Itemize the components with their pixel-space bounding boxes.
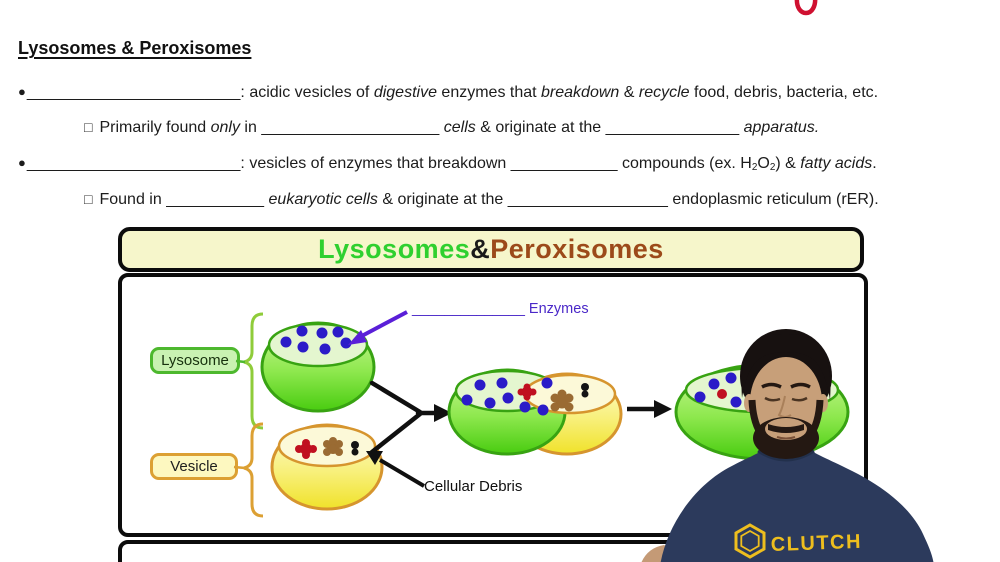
diagram-title-lysosomes: Lysosomes — [318, 234, 471, 264]
square-bullet-icon: □ — [84, 191, 93, 207]
cellular-debris-label: Cellular Debris — [424, 478, 523, 495]
diagram-title-bar: Lysosomes & Peroxisomes — [118, 227, 864, 272]
bullet-icon: ● — [18, 155, 26, 170]
note-subbullet-2-text: Found in ___________ eukaryotic cells & … — [99, 191, 878, 208]
text-segment: 2 — [751, 162, 758, 174]
vesicle-label: Vesicle — [150, 453, 238, 480]
note-bullet-2-text: ________________________: vesicles of en… — [26, 155, 877, 174]
text-segment: ) & — [775, 155, 801, 172]
lysosome-label-text: Lysosome — [161, 352, 229, 369]
text-segment: fatty acids — [800, 155, 873, 172]
text-segment: breakdown — [541, 84, 620, 101]
note-subbullet-1: □ Primarily found only in _______________… — [84, 119, 819, 137]
note-bullet-2: ●________________________: vesicles of e… — [18, 155, 877, 173]
text-segment: ________________________ — [26, 155, 241, 172]
diagram-title-amp: & — [470, 234, 491, 264]
page-title: Lysosomes & Peroxisomes — [18, 38, 252, 58]
square-bullet-icon: □ — [84, 119, 93, 135]
text-segment: in — [239, 119, 262, 136]
text-segment: Primarily found — [99, 119, 211, 136]
text-segment: __________________ — [507, 191, 668, 208]
text-segment: O — [757, 155, 770, 172]
text-segment: endoplasmic reticulum (rER). — [667, 191, 879, 208]
bullet-icon: ● — [18, 84, 26, 99]
text-segment: ____________ — [510, 155, 618, 172]
text-segment: digestive — [373, 84, 437, 101]
vesicle-label-text: Vesicle — [170, 458, 218, 475]
note-subbullet-1-text: Primarily found only in ________________… — [99, 119, 819, 136]
enzymes-label-text: Enzymes — [524, 301, 589, 317]
note-bullet-1: ●________________________: acidic vesicl… — [18, 84, 878, 102]
text-segment: compounds (ex. H — [617, 155, 752, 172]
text-segment: : acidic vesicles of — [240, 84, 374, 101]
note-subbullet-2: □ Found in ___________ eukaryotic cells &… — [84, 191, 879, 209]
diagram-panel-next — [118, 540, 868, 562]
note-bullet-1-text: ________________________: acidic vesicle… — [27, 84, 878, 101]
text-segment: Found in — [99, 191, 167, 208]
text-segment: & — [619, 84, 639, 101]
text-segment: . — [872, 155, 877, 172]
enzymes-label: ______________ Enzymes — [412, 301, 589, 317]
text-segment: ____________________ — [261, 119, 440, 136]
text-segment: & originate at the — [377, 191, 508, 208]
text-segment: _______________ — [605, 119, 740, 136]
text-segment: & originate at the — [475, 119, 606, 136]
text-segment: only — [210, 119, 240, 136]
text-segment: 2 — [769, 162, 776, 174]
enzymes-blank: ______________ — [412, 301, 525, 317]
diagram-title-peroxisomes: Peroxisomes — [490, 234, 664, 264]
text-segment: : vesicles of enzymes that breakdown — [240, 155, 511, 172]
text-segment: apparatus. — [743, 119, 820, 136]
text-segment: enzymes that — [436, 84, 542, 101]
text-segment: cells — [443, 119, 476, 136]
text-segment: recycle — [638, 84, 690, 101]
text-segment: food, debris, bacteria, etc. — [689, 84, 879, 101]
red-pen-stroke-icon — [794, 0, 818, 16]
text-segment: eukaryotic cells — [268, 191, 378, 208]
text-segment: ___________ — [166, 191, 265, 208]
lysosome-label: Lysosome — [150, 347, 240, 374]
text-segment: ________________________ — [26, 84, 241, 101]
